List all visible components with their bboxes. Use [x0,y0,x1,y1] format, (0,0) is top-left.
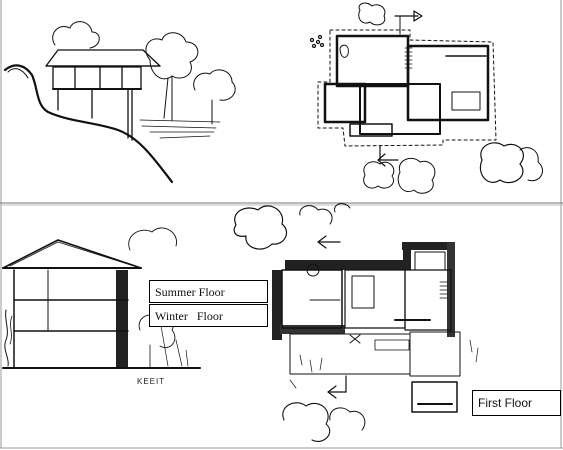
first-floor-label: First Floor [472,390,561,416]
top-floor-plan-sketch [309,2,543,194]
ground-floor-plan [233,203,479,442]
summer-floor-label: Summer Floor [149,280,268,303]
sketch-caption: KEEIT [137,377,166,386]
winter-floor-label: Winter Floor [149,304,268,327]
section-sketch [2,227,201,369]
hillside-elevation-sketch [3,21,236,184]
